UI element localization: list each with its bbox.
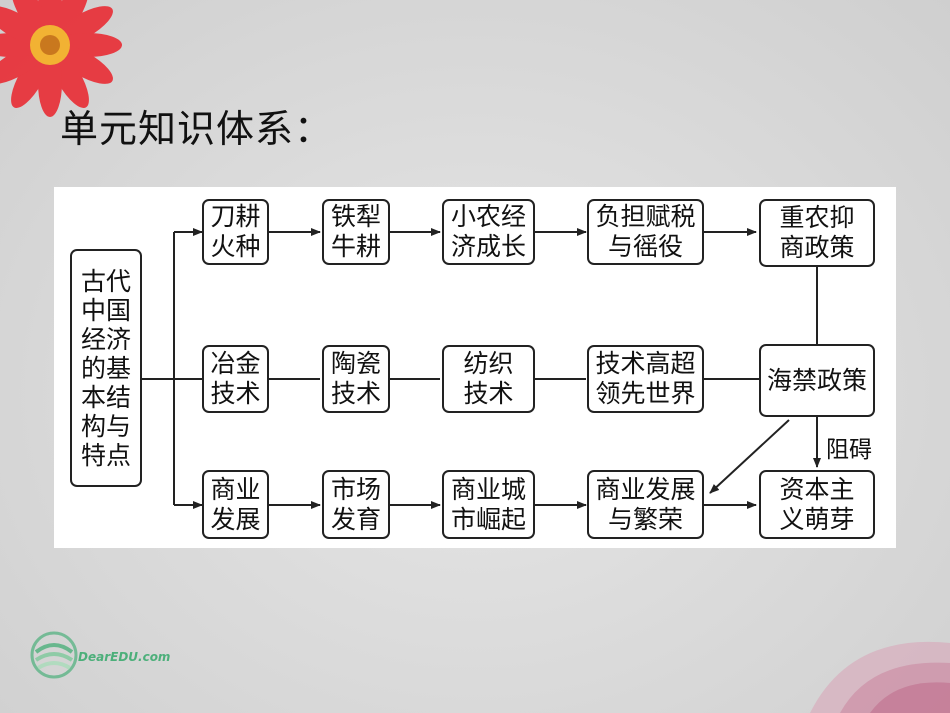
root-node: 古代 中国 经济 的基 本结 构与 特点 <box>70 249 142 487</box>
node-top-4: 负担赋税 与徭役 <box>587 199 704 265</box>
logo-text: DearEDU.com <box>78 650 171 664</box>
node-mid-5: 海禁政策 <box>759 344 875 417</box>
node-top-1: 刀耕 火种 <box>202 199 269 265</box>
corner-decoration-icon <box>810 641 950 713</box>
node-bot-4: 商业发展 与繁荣 <box>587 470 704 539</box>
flower-decoration-icon <box>0 0 122 117</box>
node-top-5: 重农抑 商政策 <box>759 199 875 267</box>
edge-label-hinder: 阻碍 <box>826 437 872 463</box>
dearedu-logo-icon <box>30 631 78 679</box>
node-top-2: 铁犁 牛耕 <box>322 199 390 265</box>
node-bot-2: 市场 发育 <box>322 470 390 539</box>
knowledge-diagram: 古代 中国 经济 的基 本结 构与 特点 刀耕 火种 铁犁 牛耕 小农经 济成长… <box>54 187 896 548</box>
node-mid-1: 冶金 技术 <box>202 345 269 413</box>
node-mid-2: 陶瓷 技术 <box>322 345 390 413</box>
node-bot-5: 资本主 义萌芽 <box>759 470 875 539</box>
node-bot-1: 商业 发展 <box>202 470 269 539</box>
page-title: 单元知识体系： <box>60 107 334 151</box>
node-mid-4: 技术高超 领先世界 <box>587 345 704 413</box>
diagram-edges <box>142 228 821 509</box>
node-top-3: 小农经 济成长 <box>442 199 535 265</box>
node-mid-3: 纺织 技术 <box>442 345 535 413</box>
node-bot-3: 商业城 市崛起 <box>442 470 535 539</box>
